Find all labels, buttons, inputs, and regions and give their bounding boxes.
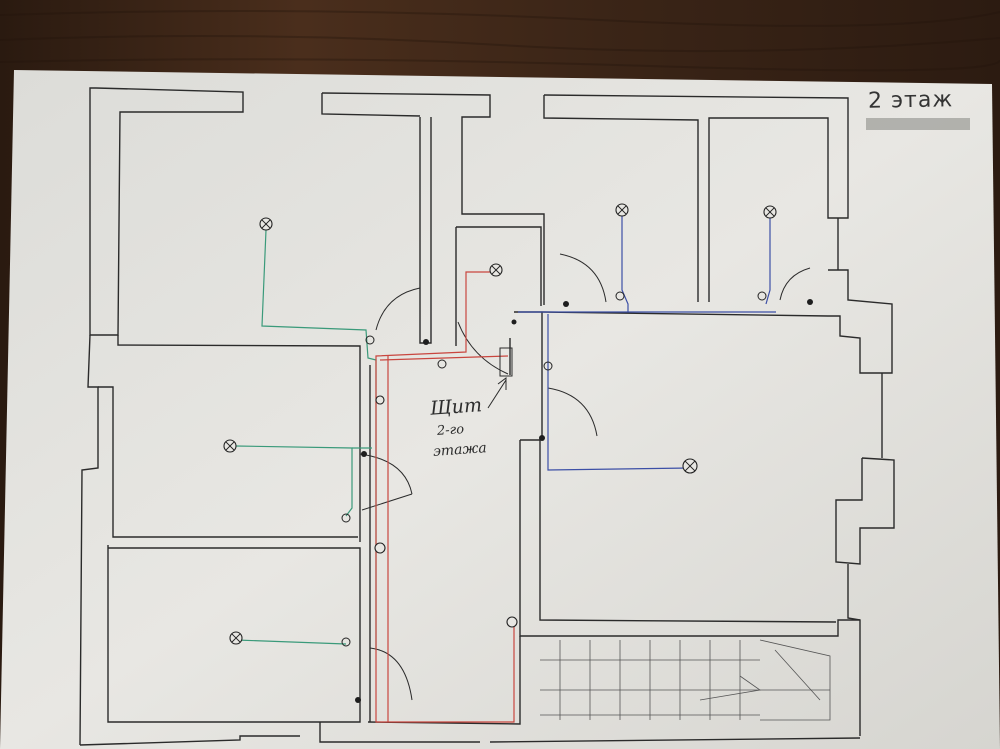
fixture-crosses: [225, 205, 775, 643]
panel-label-line2: 2-го: [436, 422, 465, 439]
switch-symbols: [341, 291, 767, 647]
staircase: [540, 639, 831, 721]
wires-red: [375, 271, 515, 723]
switches: [355, 299, 813, 703]
walls: [79, 87, 895, 746]
wood-grain: [0, 10, 1000, 72]
panel-arrow: [487, 347, 513, 409]
door-arcs: [359, 253, 811, 701]
floor-label: 2 этаж: [867, 87, 954, 114]
paper-sheet: [0, 70, 1000, 749]
wires-blue: [518, 212, 776, 471]
redacted-note: [866, 118, 970, 130]
panel-label-line1: Щит: [429, 394, 483, 420]
